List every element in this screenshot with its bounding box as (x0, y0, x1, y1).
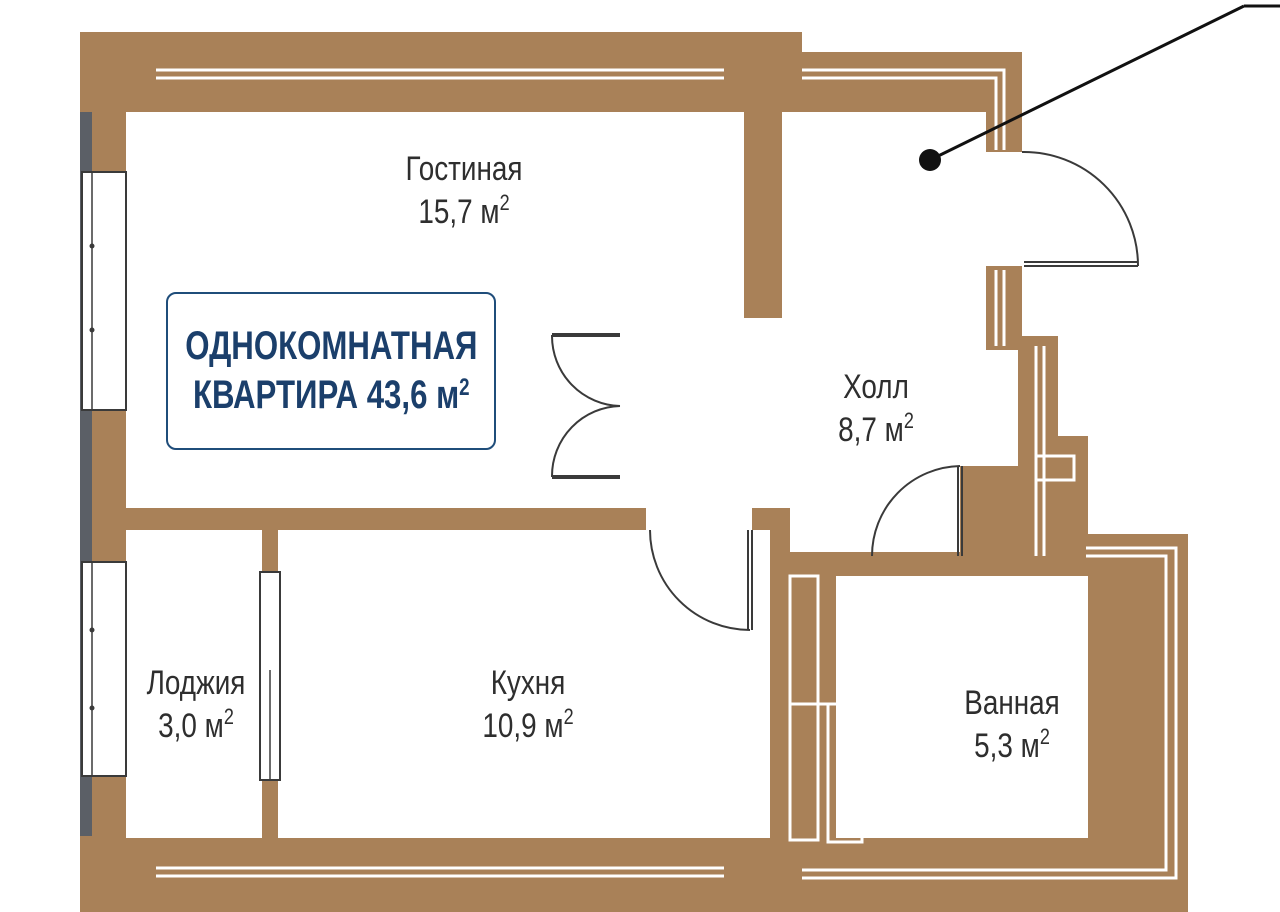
room-area-loggia: 3,0 м2 (158, 703, 234, 745)
wall-kitchen-bath (770, 552, 836, 852)
room-name-bath: Ванная (964, 684, 1060, 722)
wall-top (80, 32, 800, 112)
door-entrance (1021, 150, 1139, 267)
room-label-living: Гостиная 15,7 м2 (382, 148, 546, 233)
callout-pointer (919, 4, 1280, 171)
room-label-bath: Ванная 5,3 м2 (930, 682, 1094, 767)
room-name-living: Гостиная (405, 150, 523, 188)
room-label-hall: Холл 8,7 м2 (794, 366, 958, 451)
wall-column-bottom (724, 838, 802, 912)
apartment-title-sup: 2 (458, 374, 470, 401)
apartment-title-line1: ОДНОКОМНАТНАЯ (184, 324, 478, 369)
door-kitchen (649, 529, 753, 631)
room-area-bath: 5,3 м2 (974, 723, 1050, 765)
windows (80, 112, 281, 836)
wall-living-kitchen (80, 508, 646, 530)
wall-column-top (724, 32, 802, 112)
room-area-kitchen: 10,9 м2 (482, 703, 574, 745)
room-area-living: 15,7 м2 (418, 189, 510, 231)
door-bath (871, 465, 963, 557)
window-loggia (81, 561, 127, 777)
apartment-title-line2: КВАРТИРА 43,6 м2 (193, 371, 470, 420)
apartment-title-area: КВАРТИРА 43,6 м (192, 373, 459, 417)
wall-bath-top (770, 552, 1100, 576)
wall-bath-right (1088, 534, 1188, 888)
room-label-loggia: Лоджия 3,0 м2 (114, 662, 278, 747)
wall-inner-lines (156, 68, 1178, 880)
room-name-loggia: Лоджия (146, 664, 246, 702)
room-name-kitchen: Кухня (490, 664, 566, 702)
door-living-hall (550, 333, 621, 479)
room-area-hall: 8,7 м2 (838, 407, 914, 449)
wall-bath-door-jamb (960, 466, 1030, 562)
room-label-kitchen: Кухня 10,9 м2 (446, 662, 610, 747)
entrance-marker (919, 149, 941, 171)
room-name-hall: Холл (843, 368, 909, 406)
apartment-title-box: ОДНОКОМНАТНАЯ КВАРТИРА 43,6 м2 (166, 292, 496, 450)
wall-living-hall (744, 108, 782, 316)
doors (550, 150, 1139, 631)
window-living (81, 171, 127, 411)
